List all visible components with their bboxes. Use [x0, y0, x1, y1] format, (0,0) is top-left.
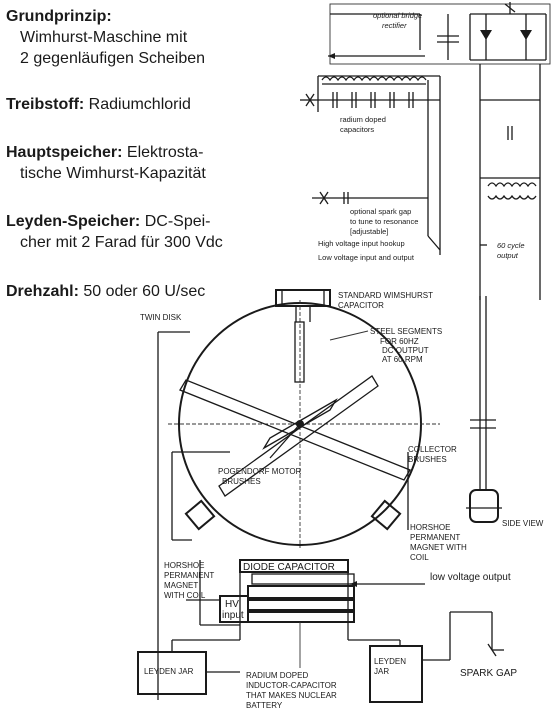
diode-icon	[480, 30, 492, 40]
collector-label: COLLECTOR	[408, 445, 457, 454]
spec-value: Radiumchlorid	[88, 96, 191, 113]
pogendorf-label: BRUSHES	[222, 477, 261, 486]
std-cap-label: STANDARD WIMSHURST	[338, 291, 433, 300]
spec-value: 50 oder 60 U/sec	[83, 283, 206, 300]
hv-input-box	[219, 595, 249, 623]
pogendorf-bar	[179, 379, 411, 481]
spark-gap-label: SPARK GAP	[460, 668, 517, 679]
bridge-label: optional bridge	[373, 11, 422, 20]
bridge-rectifier-box	[329, 3, 551, 65]
horse-left-label: HORSHOE	[164, 561, 204, 570]
radium-label: BATTERY	[246, 701, 283, 710]
steel-segment	[294, 321, 305, 383]
radium-label: THAT MAKES NUCLEAR	[246, 691, 337, 700]
leyden-jar-label: LEYDEN JAR	[144, 667, 194, 676]
spec-value: Elektrosta-	[126, 144, 204, 161]
lv-output-label: low voltage output	[430, 572, 511, 583]
hv-hookup-label: High voltage input hookup	[318, 239, 405, 248]
horse-right-label: PERMANENT	[410, 533, 460, 542]
horse-right-label: MAGNET WITH	[410, 543, 467, 552]
axle-hub	[296, 420, 304, 428]
diode-capacitor	[239, 559, 349, 573]
diode-cap-label: DIODE CAPACITOR	[243, 562, 335, 573]
spec-value: tische Wimhurst-Kapazität	[20, 165, 206, 182]
leyden-jar-label: LEYDEN	[374, 657, 406, 666]
horse-left-label: PERMANENT	[164, 571, 214, 580]
hv-label: input	[222, 610, 244, 621]
radium-label: INDUCTOR-CAPACITOR	[246, 681, 337, 690]
cycle-label: output	[497, 251, 519, 260]
twin-disk-label: TWIN DISK	[140, 313, 182, 322]
leyden-jar-label: JAR	[374, 667, 389, 676]
spec-value: Wimhurst-Maschine mit	[20, 29, 188, 46]
diode-icon	[520, 30, 532, 40]
std-cap-label: CAPACITOR	[338, 301, 384, 310]
spec-label: Grundprinzip:	[6, 8, 112, 25]
radium-label: RADIUM DOPED	[246, 671, 308, 680]
horse-right-label: HORSHOE	[410, 523, 450, 532]
spec-value: cher mit 2 Farad für 300 Vdc	[20, 234, 223, 251]
caps-label: radium doped	[340, 115, 386, 124]
spec-label: Drehzahl:	[6, 283, 79, 300]
spec-treibstoff: Treibstoff: Radiumchlorid	[6, 94, 191, 115]
horse-left-label: MAGNET	[164, 581, 198, 590]
spec-value: 2 gegenläufigen Scheiben	[20, 50, 206, 67]
hv-label: HV	[225, 599, 239, 610]
spec-label: Hauptspeicher:	[6, 144, 123, 161]
gap-label: to tune to resonance	[350, 217, 418, 226]
gap-label: optional spark gap	[350, 207, 411, 216]
spec-label: Treibstoff:	[6, 96, 85, 113]
spec-label: Leyden-Speicher:	[6, 213, 141, 230]
spec-grundprinzip: Grundprinzip: Wimhurst-Maschine mit 2 ge…	[6, 6, 205, 69]
twin-disk	[178, 302, 422, 546]
steel-label: STEEL SEGMENTS	[370, 327, 442, 336]
collector-brush	[184, 499, 216, 531]
leyden-jar-left	[137, 651, 207, 695]
collector-label: BRUSHES	[408, 455, 447, 464]
steel-label: DC OUTPUT	[382, 346, 429, 355]
spec-drehzahl: Drehzahl: 50 oder 60 U/sec	[6, 281, 205, 302]
side-view-housing	[469, 489, 499, 523]
collector-brush	[370, 499, 402, 531]
side-view-label: SIDE VIEW	[502, 519, 544, 528]
bridge-label: rectifier	[382, 21, 407, 30]
pogendorf-bar	[218, 375, 379, 497]
spec-value: DC-Spei-	[144, 213, 211, 230]
horse-right-label: COIL	[410, 553, 429, 562]
spec-leyden: Leyden-Speicher: DC-Spei- cher mit 2 Far…	[6, 211, 223, 253]
lv-io-label: Low voltage input and output	[318, 253, 415, 262]
horse-left-label: WITH COIL	[164, 591, 206, 600]
standard-capacitor	[275, 289, 331, 307]
leyden-jar-right	[369, 645, 423, 703]
cycle-label: 60 cycle	[497, 241, 525, 250]
steel-label: FOR 60HZ	[380, 337, 419, 346]
spec-hauptspeicher: Hauptspeicher: Elektrosta- tische Wimhur…	[6, 142, 206, 184]
gap-label: [adjustable]	[350, 227, 388, 236]
caps-label: capacitors	[340, 125, 374, 134]
pogendorf-label: POGENDORF MOTOR	[218, 467, 302, 476]
steel-label: AT 60 RPM	[382, 355, 423, 364]
radium-capacitor-array	[332, 92, 414, 108]
